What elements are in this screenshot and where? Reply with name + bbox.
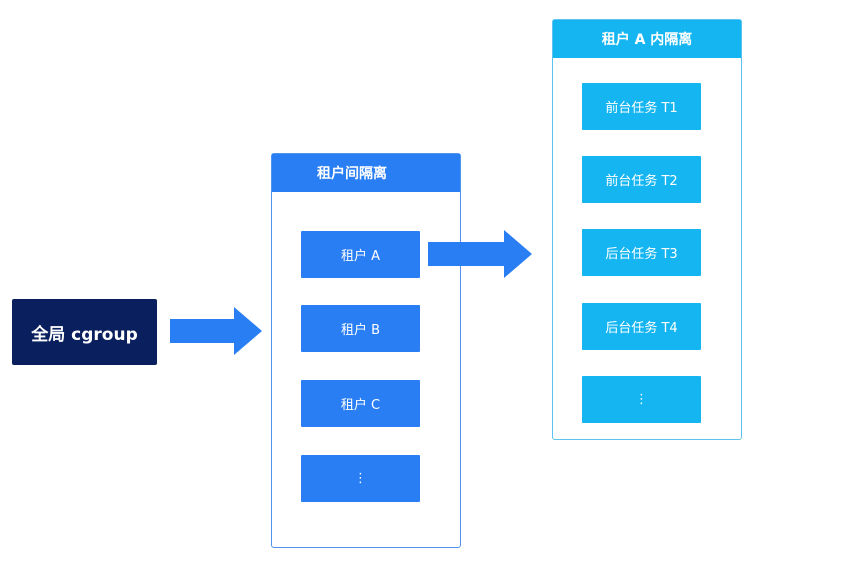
tenant-more-node: ⋮: [301, 455, 420, 502]
tenant-isolation-title: 租户间隔离: [272, 154, 460, 192]
task-t4-node: 后台任务 T4: [582, 303, 701, 350]
tenant-b-node: 租户 B: [301, 305, 420, 352]
tenant-c-node: 租户 C: [301, 380, 420, 427]
task-more-node: ⋮: [582, 376, 701, 423]
tenant-isolation-panel: 租户间隔离 租户 A 租户 B 租户 C ⋮: [271, 153, 461, 548]
tenant-a-node: 租户 A: [301, 231, 420, 278]
tenant-a-internal-panel: 租户 A 内隔离 前台任务 T1 前台任务 T2 后台任务 T3 后台任务 T4…: [552, 19, 742, 440]
task-t2-node: 前台任务 T2: [582, 156, 701, 203]
global-cgroup-node: 全局 cgroup: [12, 299, 157, 365]
global-cgroup-label: 全局 cgroup: [31, 324, 138, 345]
tenant-a-internal-title: 租户 A 内隔离: [553, 20, 741, 58]
task-t3-node: 后台任务 T3: [582, 229, 701, 276]
arrow-tenant-a-to-tasks: [428, 230, 532, 278]
task-t1-node: 前台任务 T1: [582, 83, 701, 130]
arrow-root-to-tenants: [170, 307, 262, 355]
